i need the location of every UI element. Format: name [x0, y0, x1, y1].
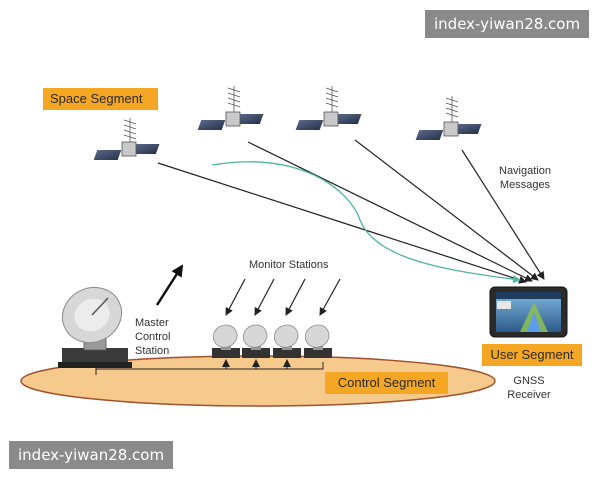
navigation-messages-line1: Navigation	[499, 165, 551, 177]
dish-reflector	[212, 324, 238, 348]
dish-reflector	[273, 324, 299, 348]
gnss-receiver-label: GNSS Receiver	[502, 374, 556, 402]
signal-arrow	[354, 139, 539, 281]
monitor-arrow	[285, 278, 306, 316]
navigation-messages-line2: Messages	[499, 179, 551, 191]
master-control-line1: Master	[135, 317, 169, 329]
master-control-line2: Control	[135, 331, 171, 343]
dish-reflector	[242, 324, 268, 348]
master-control-dish	[58, 286, 132, 368]
monitor-arrow	[319, 278, 341, 316]
monitor-station	[242, 324, 270, 358]
solar-panel	[131, 144, 160, 154]
solar-panel	[453, 124, 482, 134]
signal-curve	[211, 161, 521, 284]
station-base	[62, 348, 128, 366]
gnss-receiver-line2: Receiver	[507, 389, 551, 401]
satellite-body	[443, 121, 459, 137]
satellite	[93, 118, 160, 160]
monitor-station	[273, 324, 301, 358]
map-route	[527, 312, 541, 332]
space-segment-label: Space Segment	[43, 88, 158, 110]
antenna	[123, 118, 137, 142]
station-base	[273, 348, 301, 358]
monitor-station	[212, 324, 240, 358]
satellite	[295, 86, 362, 130]
antenna	[445, 96, 459, 122]
gnss-receiver-line1: GNSS	[513, 375, 545, 387]
antenna	[227, 86, 241, 112]
satellite	[415, 96, 482, 140]
station-base	[212, 348, 240, 358]
map-info-box	[497, 301, 511, 309]
uplink-arrow	[155, 264, 184, 306]
watermark-top: index-yiwan28.com	[425, 10, 590, 38]
solar-panel	[415, 130, 444, 140]
station-plinth	[58, 362, 132, 368]
monitor-arrows	[225, 278, 341, 316]
antenna	[325, 86, 339, 112]
device-status-bar	[496, 292, 561, 299]
dish-reflector	[304, 324, 330, 348]
signal-arrow	[157, 162, 527, 284]
solar-panel	[333, 114, 362, 124]
satellite-body	[121, 141, 137, 157]
satellite-body	[323, 111, 339, 127]
solar-panel	[295, 120, 324, 130]
master-control-line3: Station	[135, 345, 170, 357]
satellite	[197, 86, 264, 130]
station-base	[242, 348, 270, 358]
monitor-stations-label: Monitor Stations	[249, 259, 329, 271]
master-control-station-label: Master Control Station	[135, 316, 170, 358]
navigation-messages-label: Navigation Messages	[494, 164, 556, 192]
solar-panel	[235, 114, 264, 124]
gnss-receiver-device	[489, 286, 568, 338]
monitor-station	[304, 324, 332, 358]
station-base	[304, 348, 332, 358]
watermark-bottom: index-yiwan28.com	[9, 441, 174, 469]
signal-arrows	[157, 139, 545, 284]
satellite-body	[225, 111, 241, 127]
monitor-arrow	[254, 278, 275, 316]
user-segment-label: User Segment	[482, 344, 582, 366]
control-segment-label: Control Segment	[325, 372, 448, 394]
signal-arrow	[247, 141, 533, 282]
monitor-arrow	[225, 278, 246, 316]
dish-feed	[91, 297, 109, 316]
solar-panel	[197, 120, 226, 130]
ground-link	[95, 362, 324, 375]
solar-panel	[93, 150, 122, 160]
signal-arrow	[461, 149, 545, 280]
